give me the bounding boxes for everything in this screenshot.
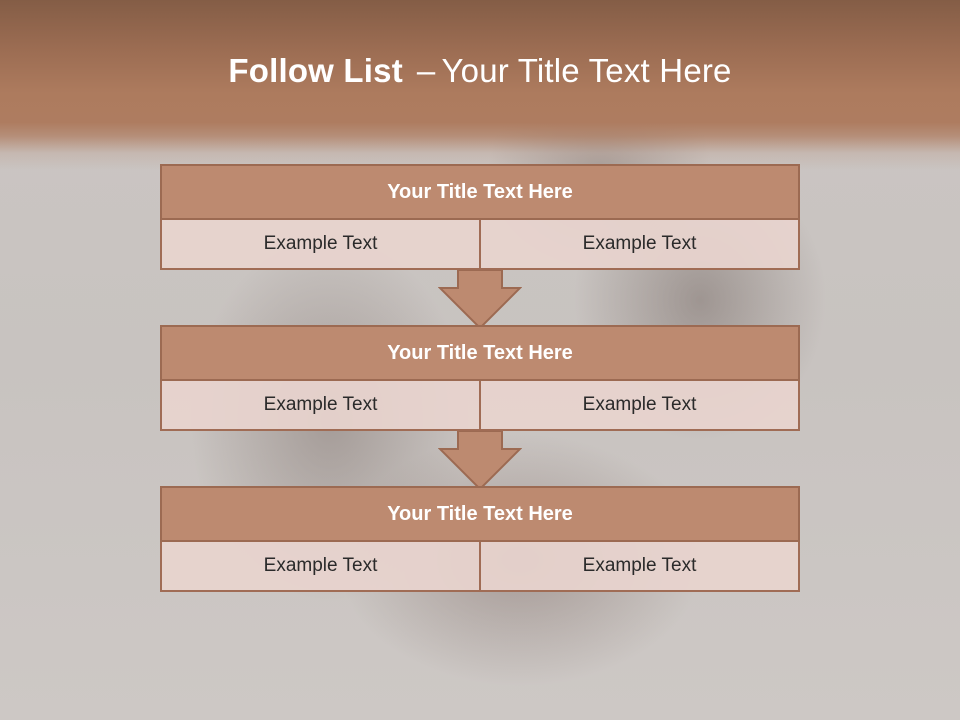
step-block-2: Your Title Text Here Example Text Exampl… (160, 325, 800, 431)
down-arrow-icon (438, 270, 522, 330)
step-block-cell-right: Example Text (481, 542, 800, 592)
step-block-cell-left: Example Text (160, 381, 481, 431)
slide-title: Follow List–Your Title Text Here (0, 52, 960, 90)
step-block-title: Your Title Text Here (160, 164, 800, 220)
slide-title-rest: Your Title Text Here (441, 52, 732, 89)
step-block-cell-left: Example Text (160, 542, 481, 592)
step-block-cell-right: Example Text (481, 381, 800, 431)
down-arrow-icon (438, 431, 522, 491)
step-block-cell-left: Example Text (160, 220, 481, 270)
step-block-1: Your Title Text Here Example Text Exampl… (160, 164, 800, 270)
slide-title-bold: Follow List (228, 52, 403, 89)
step-block-row: Example Text Example Text (160, 542, 800, 592)
header-band (0, 0, 960, 170)
step-block-3: Your Title Text Here Example Text Exampl… (160, 486, 800, 592)
step-block-title: Your Title Text Here (160, 325, 800, 381)
step-block-cell-right: Example Text (481, 220, 800, 270)
slide-title-dash: – (416, 52, 436, 89)
step-block-title: Your Title Text Here (160, 486, 800, 542)
step-block-row: Example Text Example Text (160, 220, 800, 270)
step-block-row: Example Text Example Text (160, 381, 800, 431)
